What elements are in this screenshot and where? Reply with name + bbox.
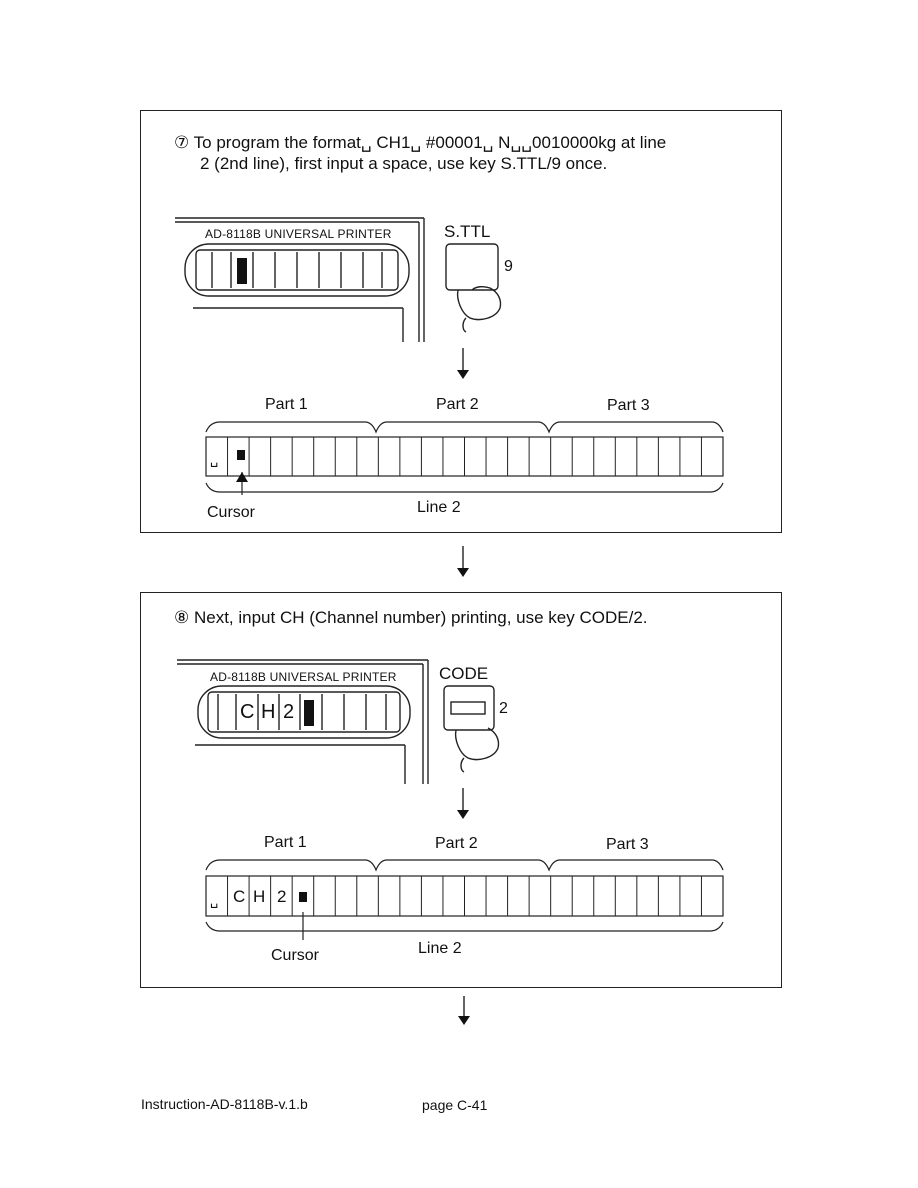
step7-text-line2: 2 (2nd line), first input a space, use k… bbox=[200, 154, 608, 173]
step7-key-label: S.TTL bbox=[444, 222, 491, 241]
step7-text-line1: ⑦ To program the format␣ CH1␣ #00001␣ N␣… bbox=[174, 133, 667, 152]
step8-cell-c: C bbox=[233, 887, 246, 906]
step7-part1-label: Part 1 bbox=[265, 396, 308, 413]
step8-panel bbox=[140, 592, 782, 988]
step7-cursor-label: Cursor bbox=[207, 504, 256, 521]
step8-part2-label: Part 2 bbox=[435, 835, 478, 852]
step8-text-line1: ⑧ Next, input CH (Channel number) printi… bbox=[174, 608, 648, 627]
footer-doc-id: Instruction-AD-8118B-v.1.b bbox=[141, 1096, 308, 1112]
step7-display-cursor bbox=[237, 258, 247, 284]
step8-space-cell: ␣ bbox=[210, 893, 219, 908]
step8-printer-label: AD-8118B UNIVERSAL PRINTER bbox=[210, 670, 397, 684]
step8-line-label: Line 2 bbox=[418, 940, 462, 957]
step8-part3-label: Part 3 bbox=[606, 836, 649, 853]
footer-page-number: page C-41 bbox=[422, 1097, 488, 1113]
step7-space-cell: ␣ bbox=[210, 452, 219, 467]
step7-part3-label: Part 3 bbox=[607, 397, 650, 414]
step8-display-char-c: C bbox=[240, 701, 255, 723]
step7-part2-label: Part 2 bbox=[436, 396, 479, 413]
step8-display-cursor bbox=[304, 700, 314, 726]
step7-key-digit: 9 bbox=[504, 258, 513, 275]
step8-display-char-2: 2 bbox=[283, 701, 295, 723]
step8-key-label: CODE bbox=[439, 664, 489, 683]
step8-display-char-h: H bbox=[261, 701, 276, 723]
step8-key-digit: 2 bbox=[499, 700, 508, 717]
step7-line-label: Line 2 bbox=[417, 499, 461, 516]
step8-part1-label: Part 1 bbox=[264, 834, 307, 851]
step8-cell-2: 2 bbox=[277, 887, 287, 906]
step8-cursor-label: Cursor bbox=[271, 947, 320, 964]
step7-panel bbox=[140, 110, 782, 533]
step8-cell-h: H bbox=[253, 887, 266, 906]
step7-printer-label: AD-8118B UNIVERSAL PRINTER bbox=[205, 227, 392, 241]
